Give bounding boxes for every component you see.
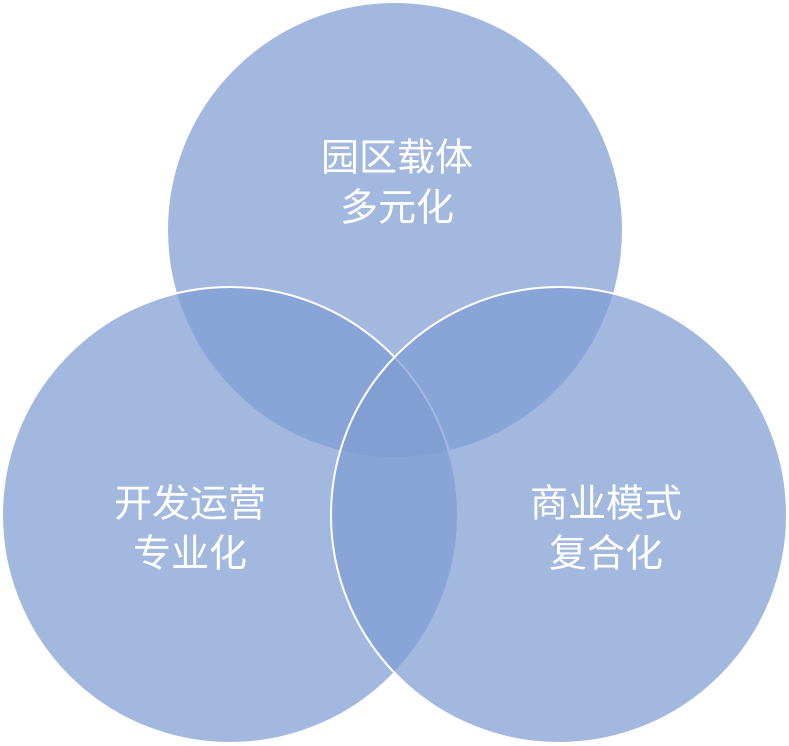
label-top-line-1: 园区载体 [321,136,473,180]
label-left-line-2: 专业化 [133,532,247,576]
label-top-line-2: 多元化 [340,186,454,230]
label-right-line-1: 商业模式 [530,482,682,526]
circle-right [330,286,788,744]
label-left-line-1: 开发运营 [114,482,266,526]
label-right-line-2: 复合化 [549,532,663,576]
